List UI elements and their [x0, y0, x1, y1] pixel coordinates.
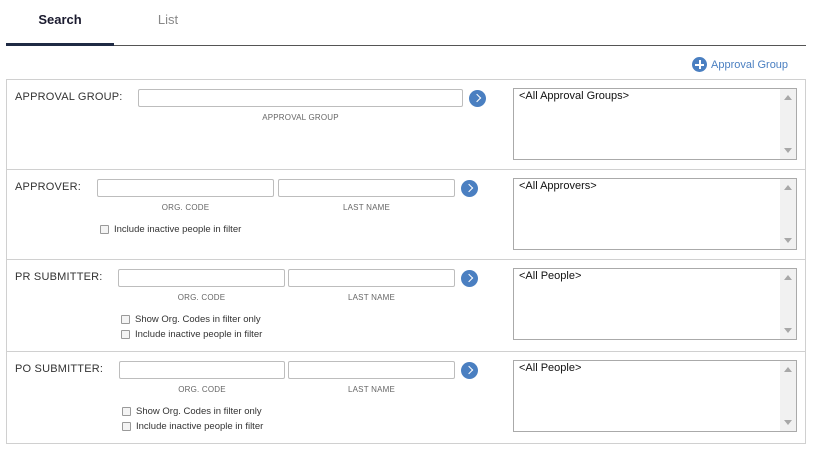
po-submitter-inactive-checkbox[interactable]	[122, 422, 131, 431]
pr-submitter-go-button[interactable]	[461, 270, 478, 287]
listbox-scrollbar[interactable]	[780, 179, 796, 249]
scroll-down-arrow-icon[interactable]	[784, 328, 792, 333]
approval-group-listbox[interactable]: <All Approval Groups>	[513, 88, 797, 160]
approval-group-input[interactable]	[138, 89, 463, 107]
po-submitter-label: PO SUBMITTER:	[15, 363, 104, 375]
pr-submitter-show-org-checkbox-row[interactable]: Show Org. Codes in filter only	[121, 314, 261, 325]
approver-last-name-caption: LAST NAME	[343, 203, 390, 212]
scroll-up-arrow-icon[interactable]	[784, 367, 792, 372]
pr-submitter-org-code-input[interactable]	[118, 269, 285, 287]
approver-inactive-checkbox[interactable]	[100, 225, 109, 234]
po-submitter-org-code-caption: ORG. CODE	[178, 385, 226, 394]
approval-group-caption: APPROVAL GROUP	[262, 113, 339, 122]
pr-submitter-inactive-label: Include inactive people in filter	[135, 329, 263, 340]
scroll-up-arrow-icon[interactable]	[784, 275, 792, 280]
add-approval-group-button[interactable]: Approval Group	[692, 57, 788, 72]
approver-inactive-label: Include inactive people in filter	[114, 224, 242, 235]
po-submitter-listbox[interactable]: <All People>	[513, 360, 797, 432]
list-option[interactable]: <All Approval Groups>	[519, 90, 630, 102]
approver-listbox[interactable]: <All Approvers>	[513, 178, 797, 250]
pr-submitter-listbox[interactable]: <All People>	[513, 268, 797, 340]
plus-circle-icon	[692, 57, 707, 72]
scroll-down-arrow-icon[interactable]	[784, 238, 792, 243]
approver-inactive-checkbox-row[interactable]: Include inactive people in filter	[100, 224, 241, 235]
po-submitter-last-name-input[interactable]	[288, 361, 455, 379]
scroll-down-arrow-icon[interactable]	[784, 148, 792, 153]
po-submitter-last-name-caption: LAST NAME	[348, 385, 395, 394]
po-submitter-show-org-label: Show Org. Codes in filter only	[136, 406, 262, 417]
approver-last-name-input[interactable]	[278, 179, 455, 197]
approver-label: APPROVER:	[15, 181, 81, 193]
po-submitter-inactive-checkbox-row[interactable]: Include inactive people in filter	[122, 421, 263, 432]
pr-submitter-show-org-checkbox[interactable]	[121, 315, 130, 324]
po-submitter-show-org-checkbox-row[interactable]: Show Org. Codes in filter only	[122, 406, 262, 417]
approver-org-code-caption: ORG. CODE	[161, 203, 210, 212]
pr-submitter-show-org-label: Show Org. Codes in filter only	[135, 314, 261, 325]
approval-group-section: APPROVAL GROUP: APPROVAL GROUP <All Appr…	[6, 79, 806, 170]
po-submitter-show-org-checkbox[interactable]	[122, 407, 131, 416]
scroll-down-arrow-icon[interactable]	[784, 420, 792, 425]
add-approval-group-label: Approval Group	[711, 58, 789, 71]
approver-section: APPROVER: ORG. CODE LAST NAME Include in…	[6, 169, 806, 260]
listbox-scrollbar[interactable]	[780, 89, 796, 159]
approval-group-label: APPROVAL GROUP:	[15, 91, 123, 103]
pr-submitter-last-name-input[interactable]	[288, 269, 455, 287]
tab-list[interactable]: List	[157, 12, 179, 27]
po-submitter-section: PO SUBMITTER: ORG. CODE LAST NAME Show O…	[6, 351, 806, 444]
list-option[interactable]: <All People>	[519, 270, 582, 282]
scroll-up-arrow-icon[interactable]	[784, 185, 792, 190]
pr-submitter-section: PR SUBMITTER: ORG. CODE LAST NAME Show O…	[6, 259, 806, 352]
list-option[interactable]: <All Approvers>	[519, 180, 597, 192]
scroll-up-arrow-icon[interactable]	[784, 95, 792, 100]
approver-go-button[interactable]	[461, 180, 478, 197]
approval-group-go-button[interactable]	[469, 90, 486, 107]
po-submitter-inactive-label: Include inactive people in filter	[136, 421, 264, 432]
po-submitter-go-button[interactable]	[461, 362, 478, 379]
pr-submitter-label: PR SUBMITTER:	[15, 271, 103, 283]
pr-submitter-inactive-checkbox[interactable]	[121, 330, 130, 339]
pr-submitter-org-code-caption: ORG. CODE	[177, 293, 226, 302]
tab-search[interactable]: Search	[6, 0, 114, 46]
pr-submitter-inactive-checkbox-row[interactable]: Include inactive people in filter	[121, 329, 262, 340]
approver-org-code-input[interactable]	[97, 179, 274, 197]
listbox-scrollbar[interactable]	[780, 269, 796, 339]
tab-bar: Search List	[6, 0, 806, 46]
listbox-scrollbar[interactable]	[780, 361, 796, 431]
list-option[interactable]: <All People>	[519, 362, 582, 374]
po-submitter-org-code-input[interactable]	[119, 361, 285, 379]
pr-submitter-last-name-caption: LAST NAME	[348, 293, 395, 302]
